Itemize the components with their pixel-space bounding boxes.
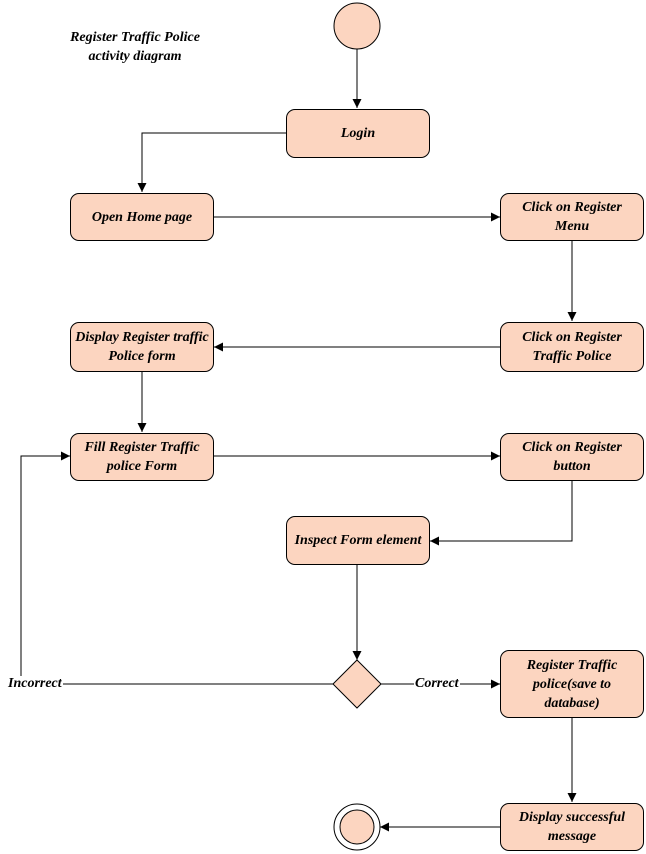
activity-open-home-page: Open Home page [70, 193, 214, 241]
diagram-title-line1: Register Traffic Police [70, 30, 200, 45]
flow-register-button-to-inspect [430, 481, 573, 546]
initial-node [333, 2, 381, 50]
activity-display-successful-message: Display successful message [500, 803, 644, 851]
decision-node [332, 659, 382, 709]
guard-incorrect: Incorrect [7, 676, 63, 692]
activity-click-register-traffic-police: Click on Register Traffic Police [500, 322, 644, 372]
final-node [333, 803, 381, 851]
activity-click-register-menu: Click on Register Menu [500, 193, 644, 241]
activity-inspect-form-element: Inspect Form element [286, 516, 430, 565]
diagram-title: Register Traffic Police activity diagram [40, 28, 230, 66]
activity-display-register-form: Display Register traffic Police form [70, 322, 214, 372]
guard-correct: Correct [414, 676, 460, 692]
diagram-title-line2: activity diagram [88, 49, 182, 64]
flow-decision-incorrect [20, 451, 333, 685]
activity-click-register-button: Click on Register button [500, 433, 644, 481]
activity-login: Login [286, 109, 430, 158]
activity-fill-register-form: Fill Register Traffic police Form [70, 433, 214, 481]
activity-register-save-database: Register Traffic police(save to database… [500, 650, 644, 718]
flow-login-to-open-home [137, 132, 286, 192]
